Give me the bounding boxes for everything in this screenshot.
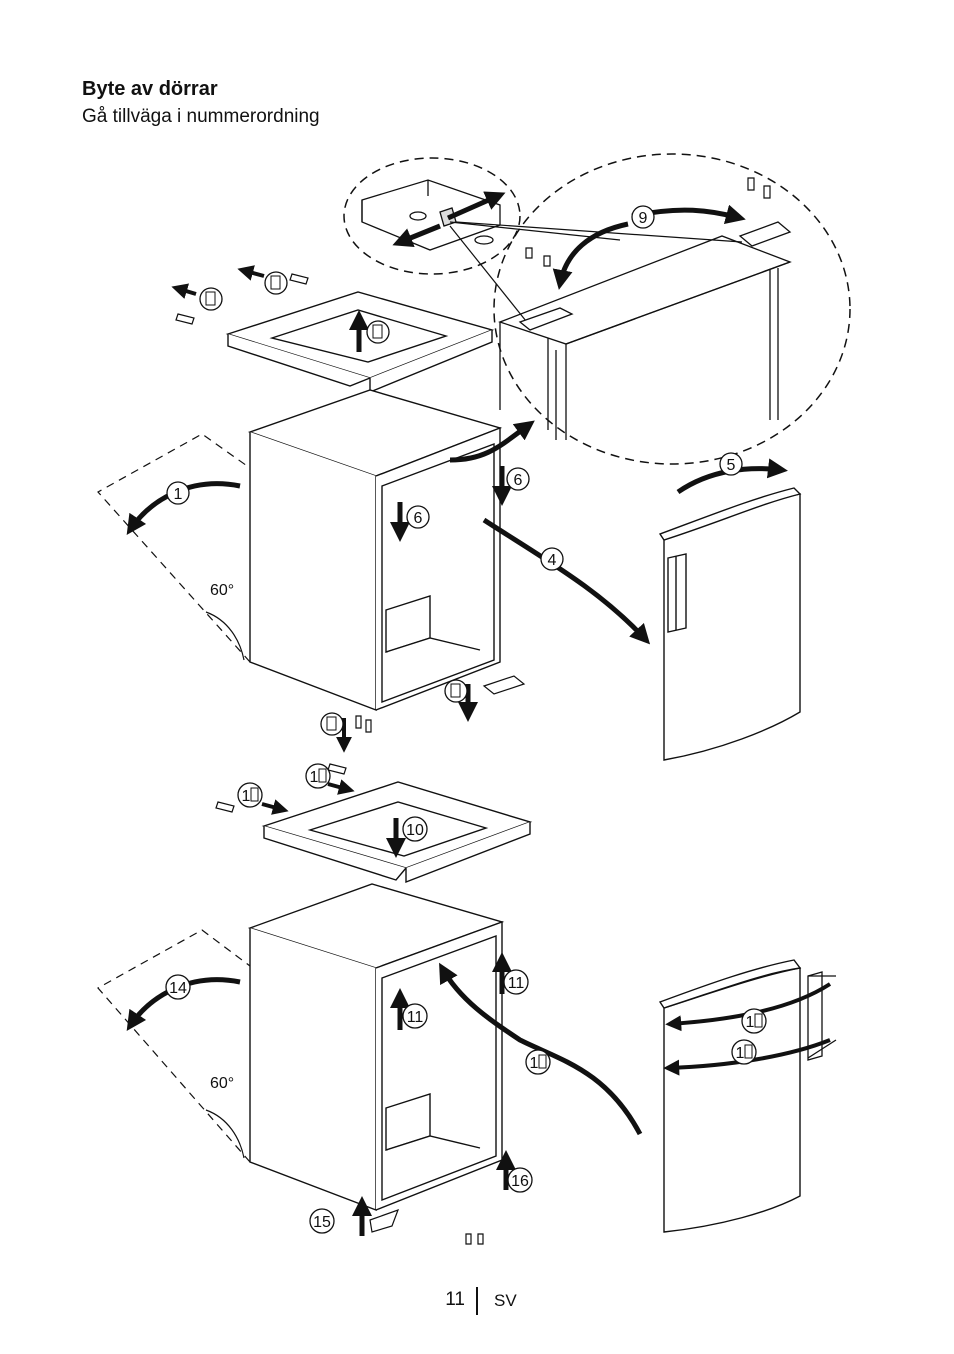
step-9: 9 — [631, 205, 655, 229]
svg-text:5: 5 — [727, 457, 736, 474]
step-16: 16 — [507, 1167, 533, 1193]
step-10: 10 — [402, 816, 428, 842]
step-11-b: 11 — [402, 1003, 428, 1029]
door-swing-lower — [97, 929, 251, 1163]
door-upper — [658, 487, 802, 761]
step-5: 5 — [719, 452, 743, 476]
step-1x-e: 1 — [731, 1039, 757, 1065]
svg-text:15: 15 — [313, 1214, 331, 1231]
page-title: Byte av dörrar — [82, 78, 218, 100]
screws-worktop-lower — [215, 763, 347, 813]
svg-text:1: 1 — [736, 1045, 745, 1062]
step-11-a: 11 — [503, 969, 529, 995]
door-lower — [658, 959, 802, 1233]
bottom-hinge-upper — [355, 675, 526, 733]
fridge-body-upper — [247, 389, 503, 712]
step-unreadable-c — [366, 320, 390, 344]
svg-text:6: 6 — [514, 472, 523, 489]
step-6-a: 6 — [506, 467, 530, 491]
door-reversal-diagram: 1 4 5 6 6 9 10 11 11 14 15 16 1 1 1 1 1 … — [97, 153, 851, 1245]
step-unreadable-e — [320, 712, 344, 736]
angle-label-upper: 60° — [210, 582, 234, 599]
screws-top-right — [525, 177, 771, 267]
footer-divider — [476, 1287, 478, 1315]
svg-text:1: 1 — [530, 1055, 539, 1072]
step-unreadable-b — [264, 271, 288, 295]
svg-text:11: 11 — [508, 975, 525, 992]
detail-circle-right — [493, 153, 851, 465]
step-1x-d: 1 — [741, 1008, 767, 1034]
fridge-body-lower — [247, 883, 505, 1212]
svg-text:1: 1 — [310, 769, 319, 786]
svg-text:10: 10 — [406, 822, 424, 839]
step-unreadable-a — [199, 287, 223, 311]
screws-worktop-upper — [175, 273, 309, 325]
svg-text:9: 9 — [639, 210, 648, 227]
fridge-top-detail — [498, 221, 792, 440]
step-1x-c: 1 — [525, 1049, 551, 1075]
step-14: 14 — [165, 974, 191, 1000]
door-swing-upper — [97, 433, 251, 663]
svg-text:11: 11 — [407, 1009, 424, 1026]
language-code: SV — [494, 1291, 517, 1310]
svg-text:6: 6 — [414, 510, 423, 527]
svg-text:16: 16 — [511, 1173, 529, 1190]
svg-text:14: 14 — [169, 980, 187, 997]
page-footer: 11 SV — [0, 1287, 954, 1317]
bottom-hinge-lower — [369, 1209, 484, 1245]
page-subtitle: Gå tillväga i nummerordning — [82, 106, 320, 127]
step-1x-a: 1 — [305, 763, 331, 789]
angle-label-lower: 60° — [210, 1075, 234, 1092]
step-4: 4 — [540, 547, 564, 571]
hinge-detail — [361, 179, 501, 251]
svg-text:1: 1 — [242, 788, 251, 805]
step-1x-b: 1 — [237, 782, 263, 808]
step-15: 15 — [309, 1208, 335, 1234]
svg-text:1: 1 — [746, 1014, 755, 1031]
step-1: 1 — [166, 481, 190, 505]
detail-circle-left — [343, 157, 521, 275]
step-6-b: 6 — [406, 505, 430, 529]
svg-text:1: 1 — [174, 486, 183, 503]
svg-text:4: 4 — [548, 552, 557, 569]
page-number: 11 — [445, 1289, 465, 1310]
step-unreadable-d — [444, 679, 468, 703]
